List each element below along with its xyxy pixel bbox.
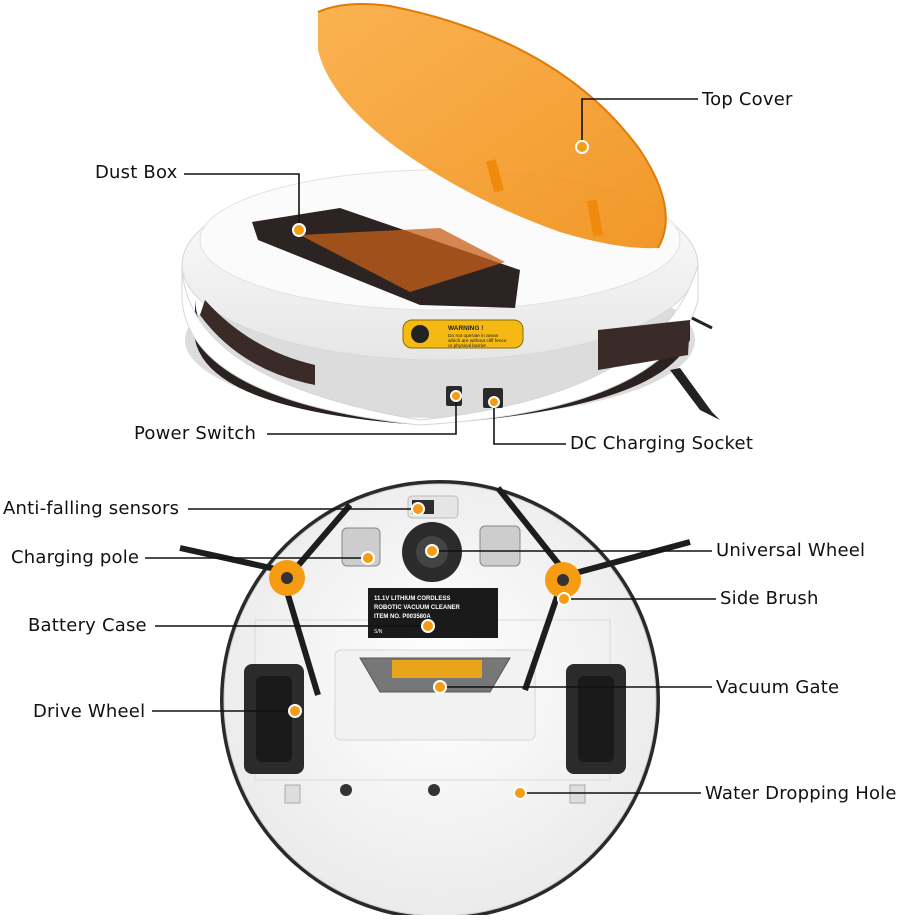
warning-sticker-line1: Do not operate in areas — [448, 333, 499, 339]
battery-sticker-line2: ROBOTIC VACUUM CLEANER — [374, 605, 461, 611]
side-brush-left — [179, 503, 353, 696]
label-side-brush: Side Brush — [720, 588, 819, 609]
label-battery-case: Battery Case — [28, 615, 147, 636]
top-cover — [318, 4, 666, 249]
label-dust-box: Dust Box — [95, 162, 178, 183]
label-water-dropping-hole: Water Dropping Hole — [705, 783, 897, 804]
label-universal-wheel: Universal Wheel — [716, 540, 866, 561]
battery-sticker-line1: 11.1V LITHIUM CORDLESS — [374, 596, 450, 602]
label-vacuum-gate: Vacuum Gate — [716, 677, 840, 698]
side-brush-right — [495, 486, 691, 691]
label-drive-wheel: Drive Wheel — [33, 701, 146, 722]
label-top-cover: Top Cover — [702, 89, 793, 110]
warning-sticker-title: WARNING ! — [448, 325, 483, 332]
warning-sticker-line3: or physical barrier — [448, 343, 487, 349]
label-power-switch: Power Switch — [134, 423, 257, 444]
label-dc-charging-socket: DC Charging Socket — [570, 433, 754, 454]
label-anti-falling-sensors: Anti-falling sensors — [3, 498, 180, 519]
label-charging-pole: Charging pole — [11, 547, 140, 568]
battery-sticker-line4: S/N — [374, 629, 383, 635]
top-view-robot: WARNING ! Do not operate in areas which … — [181, 3, 720, 426]
callout-lines — [145, 98, 716, 800]
battery-sticker-line3: ITEM NO. P003580A — [374, 614, 431, 620]
warning-sticker-line2: which are without cliff fence — [448, 338, 507, 344]
bottom-view-robot: 11.1V LITHIUM CORDLESS ROBOTIC VACUUM CL… — [179, 480, 691, 920]
